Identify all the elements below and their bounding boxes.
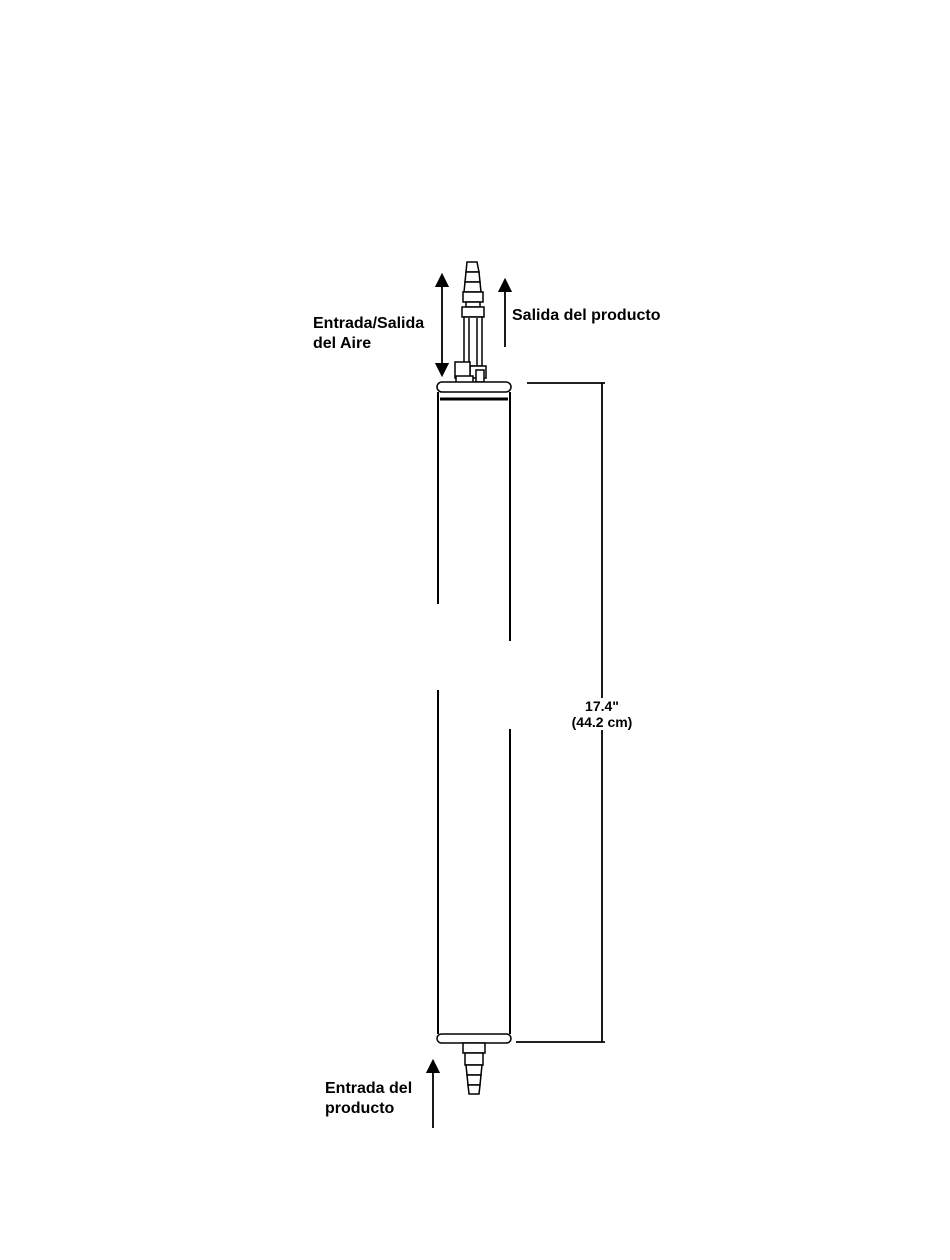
height-metric: (44.2 cm) — [560, 714, 644, 730]
product-inlet-label-line2: producto — [325, 1099, 412, 1119]
air-port-label-line1: Entrada/Salida — [313, 314, 424, 334]
product-outlet-label-text: Salida del producto — [512, 306, 660, 326]
product-inlet-label: Entrada del producto — [325, 1079, 412, 1119]
product-outlet-label: Salida del producto — [512, 306, 660, 326]
air-port-valve — [455, 362, 473, 384]
air-port-label: Entrada/Salida del Aire — [313, 314, 424, 354]
top-cap — [437, 382, 511, 392]
cartridge-body — [437, 382, 511, 1043]
air-port-label-line2: del Aire — [313, 334, 424, 354]
flow-arrows — [433, 280, 505, 1128]
bottom-hose-barb — [463, 1043, 485, 1094]
height-imperial: 17.4" — [560, 698, 644, 714]
product-inlet-label-line1: Entrada del — [325, 1079, 412, 1099]
bottom-cap — [437, 1034, 511, 1043]
height-dimension-label: 17.4" (44.2 cm) — [560, 698, 644, 730]
